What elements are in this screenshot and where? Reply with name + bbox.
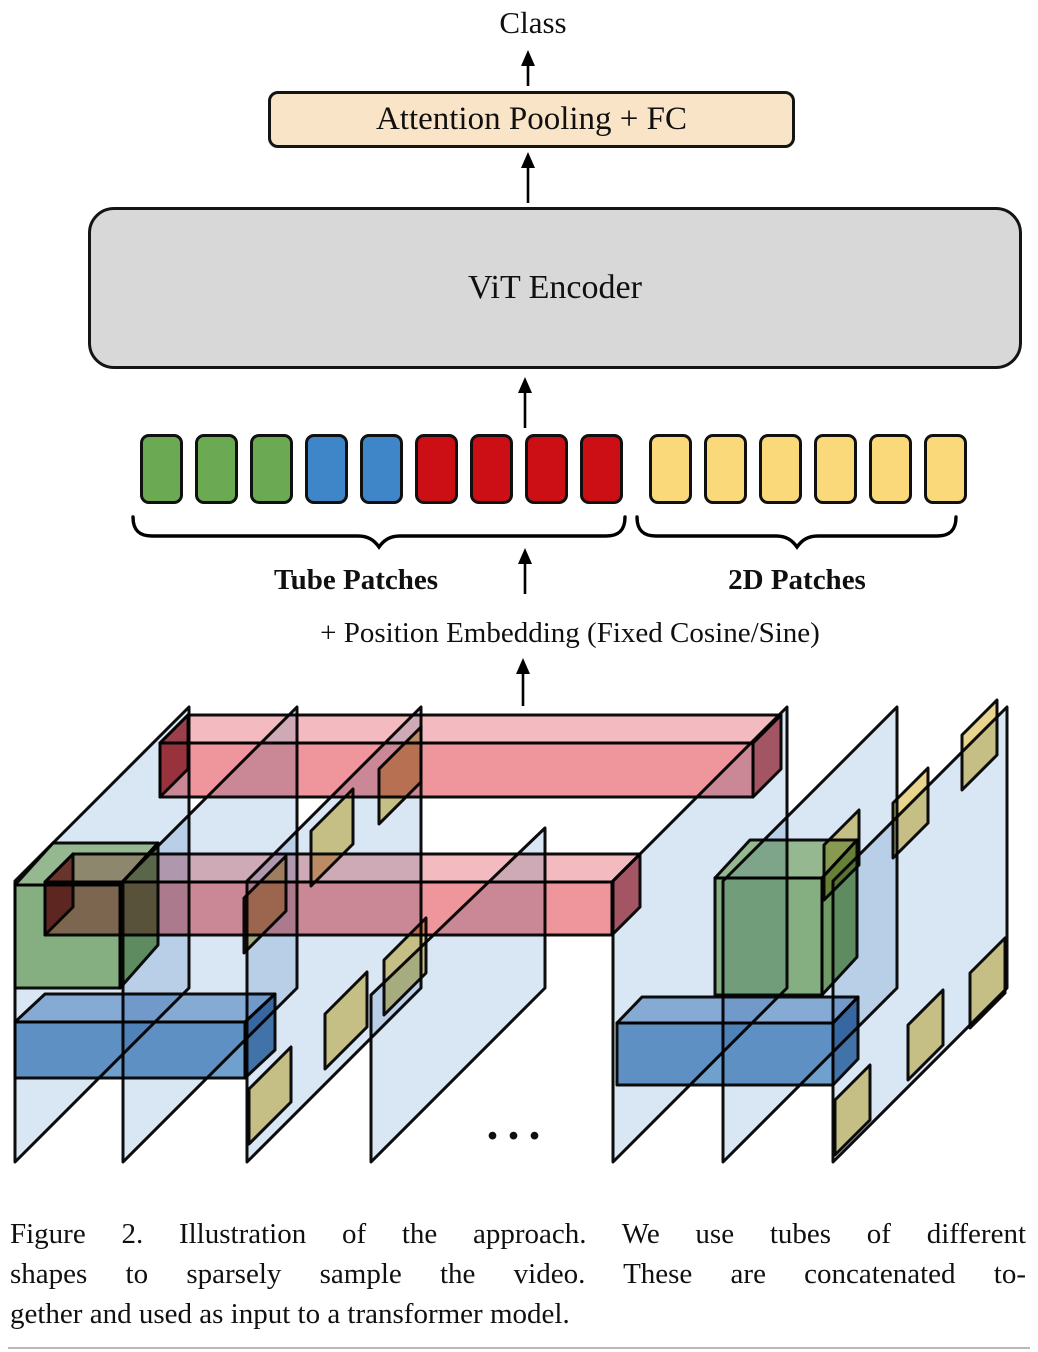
2d-patches-brace xyxy=(635,515,958,550)
blue-tube-front-face xyxy=(13,1020,247,1080)
more-frames-ellipsis: ... xyxy=(486,1097,550,1150)
yellow-2d-patch xyxy=(891,766,930,860)
token-patch-yellow xyxy=(759,434,802,504)
token-patch-blue xyxy=(305,434,348,504)
arrowhead-icon xyxy=(518,548,532,564)
yellow-2d-patch xyxy=(377,725,423,826)
red-tube-middle xyxy=(43,852,642,937)
token-patch-red xyxy=(415,434,458,504)
flow-arrows xyxy=(516,50,535,706)
arrowhead-icon xyxy=(518,377,532,393)
2d-patches-left xyxy=(242,725,428,1146)
red-tube-front-face xyxy=(158,741,755,799)
token-patch-green xyxy=(140,434,183,504)
position-embedding-label: + Position Embedding (Fixed Cosine/Sine) xyxy=(320,617,820,649)
yellow-2d-patch xyxy=(906,988,945,1082)
2d-patches-label: 2D Patches xyxy=(728,564,866,596)
blue-tube-top-face xyxy=(615,995,860,1025)
yellow-2d-patch xyxy=(242,854,288,955)
green-cube-front-face xyxy=(13,883,122,990)
class-output-label: Class xyxy=(499,5,567,40)
2d-patches-right xyxy=(822,698,1007,1157)
arrowhead-icon xyxy=(521,152,535,168)
token-patch-red xyxy=(525,434,568,504)
attention-pooling-label: Attention Pooling + FC xyxy=(375,101,688,137)
red-tube-top-face xyxy=(158,713,783,745)
figure-caption: Figure 2. Illustration of the approach. … xyxy=(10,1214,1026,1334)
token-patch-yellow xyxy=(814,434,857,504)
token-patch-yellow xyxy=(869,434,912,504)
yellow-2d-patch xyxy=(247,1045,293,1146)
red-tube-end-face xyxy=(610,852,642,937)
blue-tube-front-face xyxy=(615,1021,835,1087)
attention-pooling-box: Attention Pooling + FC xyxy=(268,91,795,148)
vit-encoder-label: ViT Encoder xyxy=(468,269,642,306)
red-tube-top xyxy=(158,713,783,799)
blue-tube-left xyxy=(13,992,277,1080)
tube-patches-label: Tube Patches xyxy=(273,564,439,596)
caption-line: shapes to sparsely sample the video. The… xyxy=(10,1258,1026,1290)
tube-patches-brace xyxy=(131,515,627,550)
caption-line: gether and used as input to a transforme… xyxy=(10,1298,570,1330)
token-patch-red xyxy=(580,434,623,504)
yellow-2d-patch xyxy=(833,1063,872,1157)
blue-tube-right xyxy=(615,995,860,1087)
blue-tube-top-face xyxy=(13,992,277,1024)
yellow-2d-patch xyxy=(309,787,355,888)
arrowhead-icon xyxy=(521,50,535,66)
green-cube-left xyxy=(13,841,160,990)
caption-line: Figure 2. Illustration of the approach. … xyxy=(10,1218,1026,1250)
vit-encoder-box: ViT Encoder xyxy=(88,207,1022,369)
token-patch-yellow xyxy=(924,434,967,504)
token-patch-yellow xyxy=(649,434,692,504)
blue-tube-end-face xyxy=(243,992,277,1080)
token-patch-green xyxy=(250,434,293,504)
page-bottom-rule xyxy=(8,1347,1030,1349)
yellow-2d-patch xyxy=(968,936,1007,1030)
green-cube-front-face xyxy=(713,876,824,997)
red-tube-end-face xyxy=(751,713,783,799)
yellow-2d-patch xyxy=(323,970,369,1071)
yellow-2d-patch xyxy=(960,698,999,792)
token-row xyxy=(140,434,967,504)
yellow-2d-patch xyxy=(822,808,861,902)
yellow-2d-patch xyxy=(382,916,428,1017)
token-patch-yellow xyxy=(704,434,747,504)
token-patch-green xyxy=(195,434,238,504)
arrowhead-icon xyxy=(516,658,530,674)
token-patch-blue xyxy=(360,434,403,504)
blue-tube-end-face xyxy=(831,995,860,1087)
token-patch-red xyxy=(470,434,513,504)
